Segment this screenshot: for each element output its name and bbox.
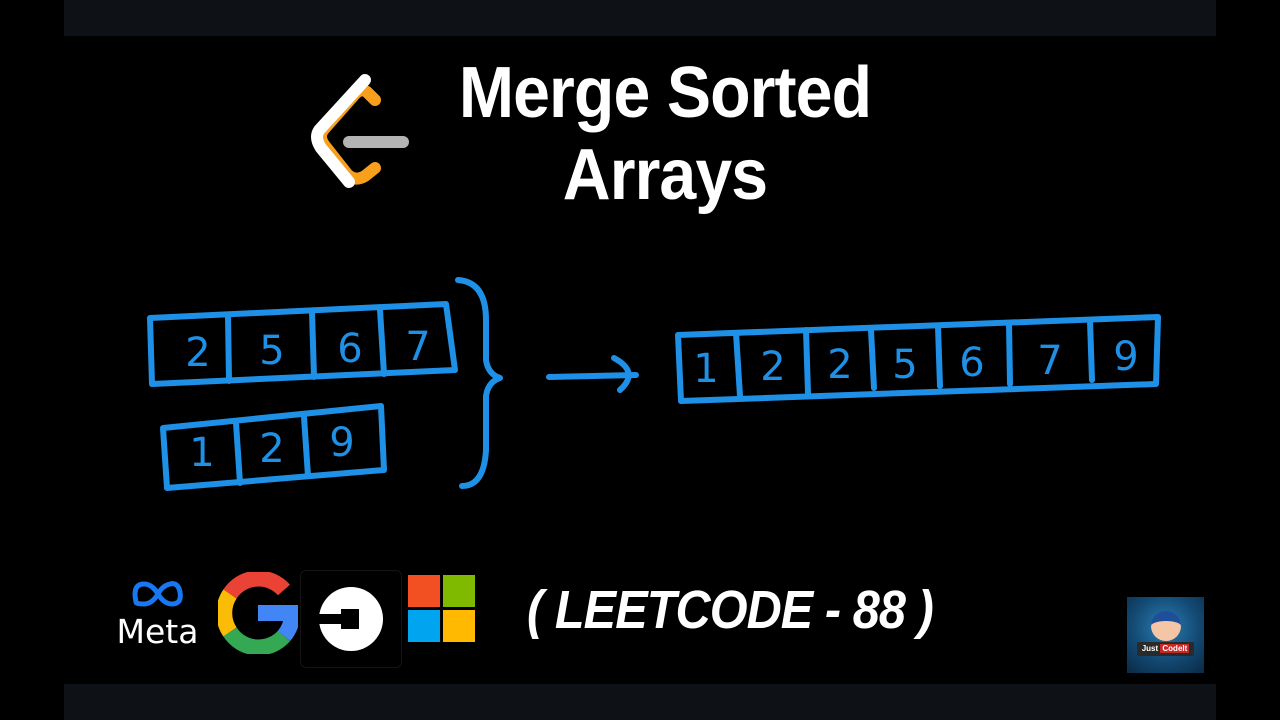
array1-cell: 7 bbox=[405, 324, 430, 370]
merged-cell: 7 bbox=[1037, 338, 1062, 384]
array2-cell: 9 bbox=[329, 420, 354, 466]
merged-cell: 2 bbox=[827, 342, 852, 388]
merged-cell: 1 bbox=[693, 346, 718, 392]
title-line-1: Merge Sorted bbox=[458, 53, 872, 133]
channel-name: Just CodeIt bbox=[1137, 642, 1194, 656]
meta-logo: Meta bbox=[110, 578, 205, 649]
top-letterbox-bar bbox=[64, 0, 1216, 36]
array2-cell: 2 bbox=[259, 426, 284, 472]
uber-logo bbox=[300, 570, 402, 668]
google-logo-icon bbox=[218, 572, 298, 654]
arrow-icon bbox=[546, 355, 639, 393]
merged-box bbox=[675, 314, 1161, 404]
merged-cell: 2 bbox=[760, 344, 785, 390]
bottom-letterbox-bar bbox=[64, 684, 1216, 720]
merged-cell: 5 bbox=[892, 342, 917, 388]
array1-cell: 5 bbox=[259, 328, 284, 374]
array1-cell: 2 bbox=[185, 330, 210, 376]
merged-cell: 6 bbox=[959, 340, 984, 386]
meta-label: Meta bbox=[116, 612, 199, 651]
curly-brace bbox=[455, 277, 503, 489]
video-title: Merge Sorted Arrays bbox=[430, 52, 899, 216]
meta-infinity-icon bbox=[132, 581, 183, 607]
uber-icon bbox=[319, 587, 383, 651]
channel-avatar: Just CodeIt bbox=[1127, 597, 1204, 673]
array2-cell: 1 bbox=[189, 430, 214, 476]
leetcode-logo-icon bbox=[311, 74, 409, 188]
title-line-2: Arrays bbox=[562, 135, 768, 215]
array1-box bbox=[147, 301, 458, 387]
company-logos: Meta bbox=[85, 550, 500, 680]
merged-cell: 9 bbox=[1113, 334, 1138, 380]
avatar-face-icon bbox=[1151, 611, 1181, 641]
array1-cell: 6 bbox=[337, 326, 362, 372]
array2-box bbox=[160, 403, 387, 491]
microsoft-logo-icon bbox=[408, 575, 476, 643]
leetcode-problem-tag: ( LEETCODE - 88 ) bbox=[527, 580, 934, 640]
